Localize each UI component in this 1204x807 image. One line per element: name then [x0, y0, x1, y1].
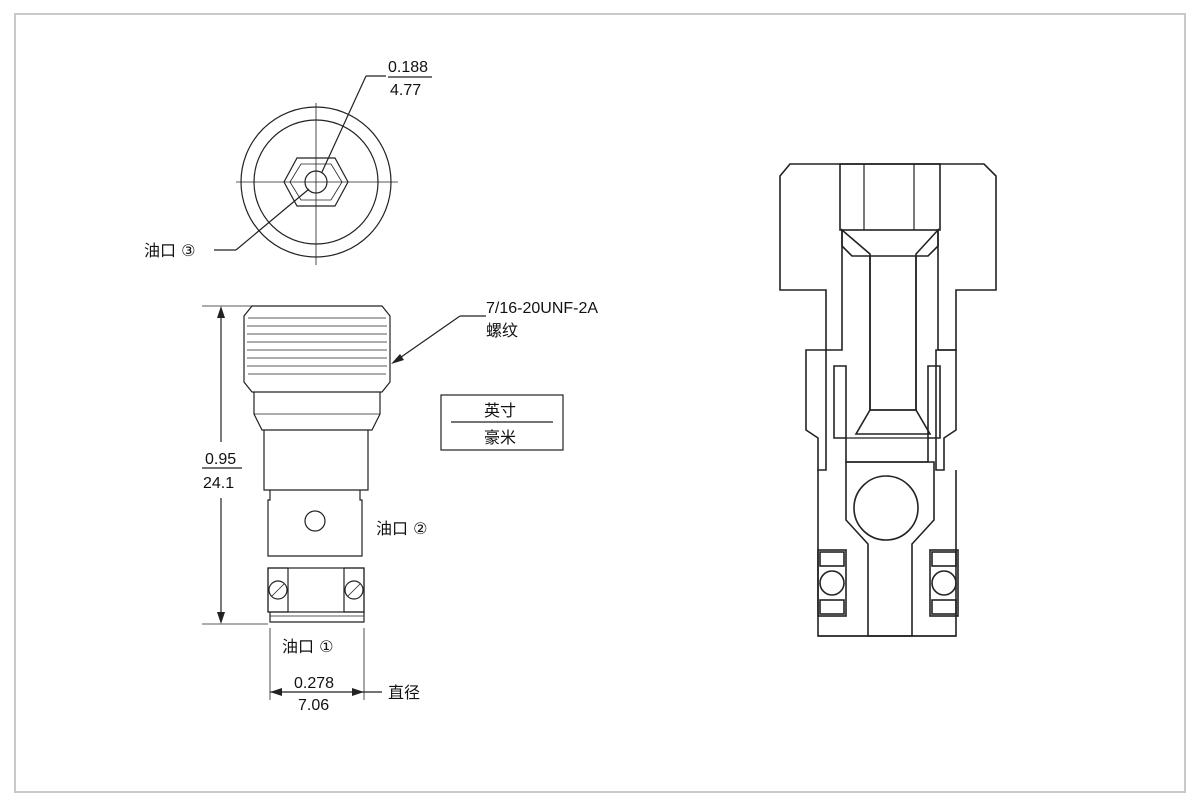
section-o-ring-left [819, 570, 845, 596]
o-ring-right [343, 567, 365, 613]
hole-dim-inch: 0.188 [388, 59, 428, 76]
diameter-mm: 7.06 [298, 697, 329, 714]
section-view [779, 163, 997, 637]
port2-hole [304, 510, 326, 532]
check-ball [853, 475, 919, 541]
hole-dim-mm: 4.77 [390, 82, 421, 99]
top-view [214, 75, 398, 265]
legend-mm: 豪米 [484, 428, 516, 447]
o-ring-left [267, 567, 289, 613]
height-mm: 24.1 [203, 475, 234, 492]
units-legend [440, 394, 564, 451]
port1-label: 油口 ① [282, 637, 333, 656]
threaded-head [243, 305, 391, 393]
height-inch: 0.95 [205, 451, 236, 468]
section-body [817, 470, 957, 637]
hex-bore [839, 163, 941, 231]
drawing-frame [14, 13, 1186, 793]
side-view [202, 305, 486, 700]
thread-word: 螺纹 [486, 321, 518, 340]
thread-lines [247, 317, 387, 375]
diameter-word: 直径 [388, 683, 420, 702]
section-head [779, 163, 997, 411]
port2-label: 油口 ② [376, 519, 427, 538]
diameter-inch: 0.278 [294, 675, 334, 692]
section-o-ring-right [931, 570, 957, 596]
port3-label: 油口 ③ [144, 241, 195, 260]
legend-inch: 英寸 [484, 401, 516, 420]
thread-spec: 7/16-20UNF-2A [486, 300, 598, 317]
